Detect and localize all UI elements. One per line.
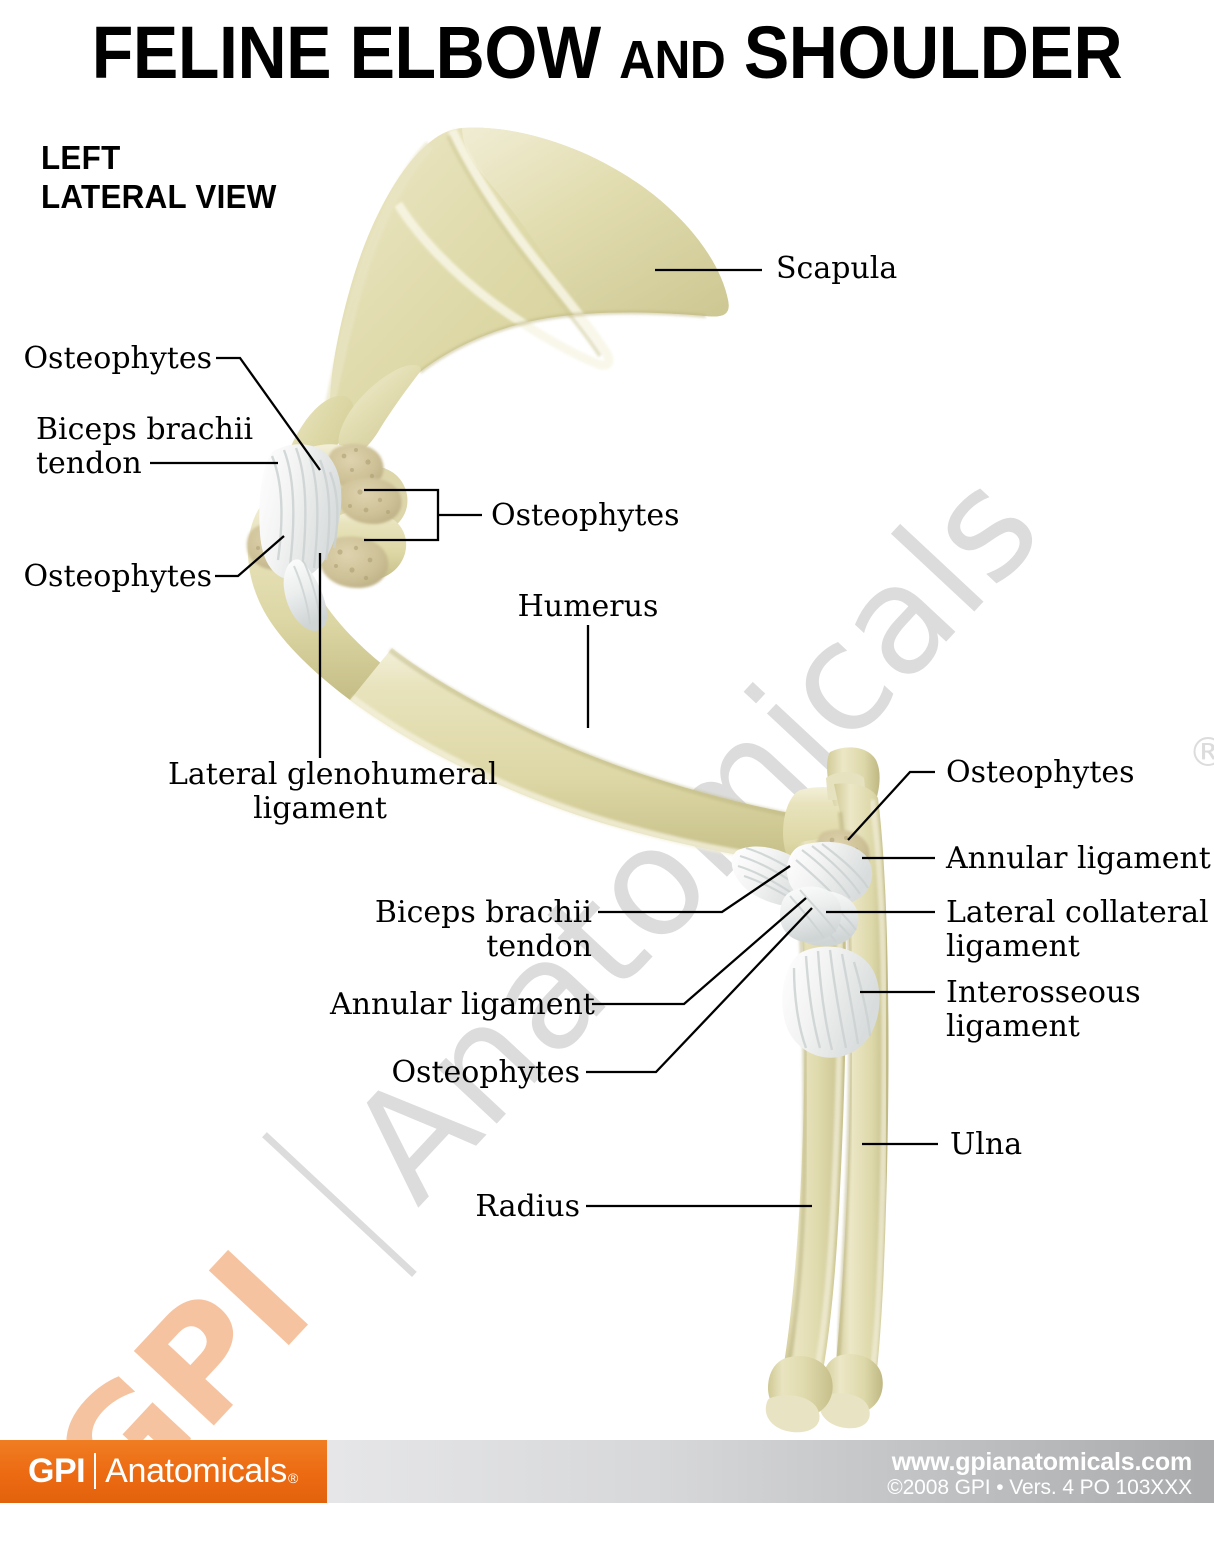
leader-osteophytes-shoulder-top [216,356,321,471]
shoulder-joint [246,443,408,700]
logo-anatomicals-text: Anatomicals [105,1451,287,1490]
leader-osteophytes-elbow-right [847,770,935,841]
interosseous-ligament [782,946,880,1058]
label-annular-ligament-right: Annular ligament [946,841,1211,876]
footer-website-url: www.gpianatomicals.com [891,1448,1193,1476]
label-lateral-glenohumeral-ligament: Lateral glenohumeral ligament [168,757,498,826]
footer-info: www.gpianatomicals.com ©2008 GPI • Vers.… [887,1448,1192,1500]
leader-biceps-tendon-elbow [598,865,791,914]
label-radius: Radius [475,1189,580,1224]
footer-bar: GPI Anatomicals ® www.gpianatomicals.com… [0,1440,1214,1503]
leader-lines [150,268,938,1208]
view-label-line-2: LATERAL VIEW [41,178,277,215]
label-biceps-brachii-tendon-elbow: Biceps brachii tendon [374,895,592,964]
anatomy-illustration [246,127,889,1433]
label-osteophytes-shoulder-top: Osteophytes [23,341,212,376]
label-biceps-brachii-tendon-shoulder: Biceps brachii tendon [36,412,254,481]
logo-gpi-text: GPI [28,1451,86,1490]
label-interosseous-ligament: Interosseous ligament [946,975,1141,1044]
leader-osteophytes-elbow-left [586,907,813,1074]
label-humerus: Humerus [517,589,659,624]
leader-osteophytes-bracket [364,488,440,542]
label-osteophytes-shoulder-left: Osteophytes [23,559,212,594]
label-lateral-collateral-ligament: Lateral collateral ligament [946,895,1209,964]
leader-osteophytes-shoulder-left [215,535,285,578]
view-orientation-label: LEFT LATERAL VIEW [41,138,289,216]
page-title: FELINE ELBOW AND SHOULDER [0,14,1214,99]
label-osteophytes-elbow-left: Osteophytes [391,1055,580,1090]
title-part-2: SHOULDER [725,11,1123,94]
logo-divider [94,1453,97,1489]
view-label-line-1: LEFT [41,139,121,176]
biceps-brachii-tendon-shoulder [259,444,342,631]
label-osteophytes-elbow-right: Osteophytes [946,755,1135,790]
registered-trademark-icon: ® [287,1470,299,1486]
leader-annular-ligament-left [592,897,807,1006]
gpi-anatomicals-logo: GPI Anatomicals ® [28,1451,298,1491]
label-annular-ligament-left: Annular ligament [330,987,595,1022]
ulna-bone [819,747,889,1429]
label-ulna: Ulna [950,1127,1023,1162]
footer-copyright: ©2008 GPI • Vers. 4 PO 103XXX [887,1476,1192,1499]
title-part-1: FELINE ELBOW [91,11,620,94]
label-scapula: Scapula [776,251,898,286]
lateral-collateral-ligament [780,886,842,943]
footer-brand-block [0,1440,327,1503]
title-and: AND [619,30,726,90]
poster-canvas: FELINE ELBOW AND SHOULDER LEFT LATERAL V… [0,14,1214,1550]
label-osteophytes-shoulder-bracket: Osteophytes [491,498,680,533]
